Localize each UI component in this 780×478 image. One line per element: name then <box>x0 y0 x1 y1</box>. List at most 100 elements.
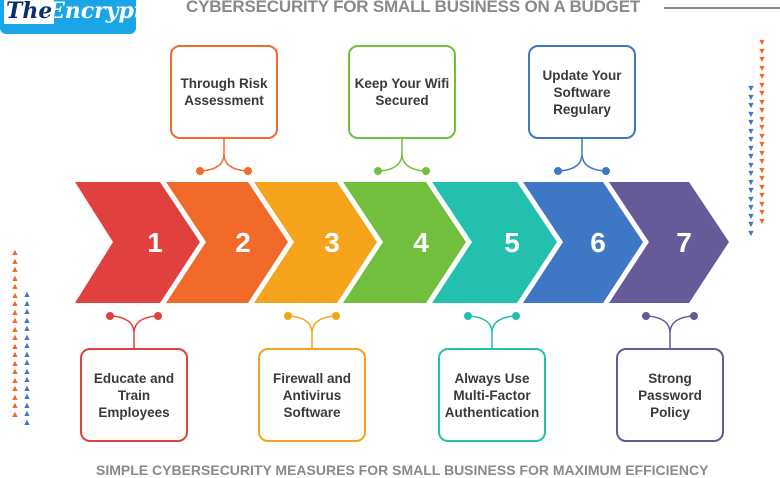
decor-triangle-icon: ▼ <box>757 37 767 47</box>
connector-dot <box>244 167 252 175</box>
decor-triangle-icon: ▲ <box>10 289 20 300</box>
arrow-step-2 <box>163 182 288 303</box>
connector-2 <box>201 139 247 172</box>
arrow-step-3 <box>252 182 377 303</box>
decor-triangle-icon: ▲ <box>10 272 20 283</box>
decor-triangle-icon: ▼ <box>757 190 767 200</box>
decor-triangle-icon: ▼ <box>757 71 767 81</box>
decor-triangle-icon: ▼ <box>746 227 756 238</box>
connector-dot <box>602 167 610 175</box>
logo-encrypt: Encrypt <box>48 0 145 24</box>
decor-triangle-icon: ▲ <box>10 383 20 393</box>
decor-triangle-icon: ▲ <box>22 416 32 427</box>
decor-triangle-icon: ▲ <box>10 323 20 334</box>
decor-triangle-icon: ▼ <box>746 176 756 187</box>
arrow-step-4 <box>341 182 466 303</box>
decor-triangle-icon: ▲ <box>10 264 20 274</box>
connector-3 <box>289 315 335 348</box>
decor-triangle-icon: ▼ <box>746 210 756 221</box>
decor-triangle-icon: ▲ <box>22 306 32 316</box>
connector-dot <box>154 312 162 320</box>
decor-triangle-icon: ▼ <box>746 117 756 127</box>
connector-dot <box>332 312 340 320</box>
arrow-step-5 <box>432 182 557 303</box>
step-number-1: 1 <box>147 227 163 258</box>
decor-triangle-icon: ▲ <box>10 332 20 342</box>
connector-dot <box>106 312 114 320</box>
decor-triangle-icon: ▲ <box>10 349 20 359</box>
decor-triangle-icon: ▲ <box>10 255 20 266</box>
decor-triangle-icon: ▲ <box>22 297 32 308</box>
footer-text: SIMPLE CYBERSECURITY MEASURES FOR SMALL … <box>96 462 709 478</box>
decor-triangle-icon: ▼ <box>746 168 756 178</box>
decor-triangle-icon: ▼ <box>757 62 767 73</box>
step-label: Through Risk Assessment <box>180 76 268 108</box>
step-label: Update Your Software Regulary <box>542 67 622 117</box>
decor-triangle-icon: ▲ <box>22 323 32 333</box>
decor-triangle-icon: ▼ <box>746 100 756 110</box>
decor-triangle-icon: ▼ <box>757 164 767 175</box>
decor-triangle-icon: ▼ <box>757 113 767 124</box>
arrow-step-6 <box>518 182 643 303</box>
decor-triangle-icon: ▼ <box>757 173 767 183</box>
step-box-4: Keep Your Wifi Secured <box>348 45 456 139</box>
decor-triangle-icon: ▲ <box>10 247 20 257</box>
step-box-2: Through Risk Assessment <box>170 45 278 139</box>
decor-triangle-icon: ▲ <box>22 289 32 299</box>
connector-dot <box>374 167 382 175</box>
decor-triangle-icon: ▼ <box>746 159 756 170</box>
step-label: Educate and Train Employees <box>93 370 175 420</box>
decor-triangle-icon: ▼ <box>757 122 767 132</box>
connector-dot <box>554 167 562 175</box>
decor-triangle-icon: ▲ <box>22 348 32 359</box>
connector-dot <box>196 167 204 175</box>
logo: The Encrypt <box>0 0 144 34</box>
connector-dot <box>284 312 292 320</box>
decor-triangle-icon: ▲ <box>10 366 20 376</box>
decor-triangle-icon: ▲ <box>10 408 20 419</box>
arrow-step-1 <box>75 182 200 303</box>
title-rule <box>664 7 780 9</box>
connector-dot <box>690 312 698 320</box>
decor-triangle-icon: ▼ <box>757 181 767 192</box>
decor-triangle-icon: ▲ <box>10 357 20 368</box>
step-box-7: Strong Password Policy <box>616 348 724 442</box>
step-box-6: Update Your Software Regulary <box>528 45 636 139</box>
step-label: Firewall and Antivirus Software <box>272 370 352 420</box>
step-box-3: Firewall and Antivirus Software <box>258 348 366 442</box>
decor-triangle-icon: ▲ <box>10 281 20 291</box>
decor-triangle-icon: ▲ <box>22 340 32 350</box>
connector-dot <box>512 312 520 320</box>
decor-triangle-icon: ▼ <box>746 142 756 153</box>
decor-triangle-icon: ▼ <box>757 147 767 158</box>
decor-triangle-icon: ▲ <box>10 374 20 385</box>
decor-triangle-icon: ▼ <box>757 130 767 141</box>
decor-triangle-icon: ▼ <box>746 134 756 144</box>
decor-triangle-icon: ▼ <box>757 54 767 64</box>
decor-triangle-icon: ▲ <box>22 382 32 393</box>
connector-5 <box>469 315 515 348</box>
decor-triangle-icon: ▲ <box>10 400 20 410</box>
decor-triangle-icon: ▼ <box>746 151 756 161</box>
decor-triangle-icon: ▲ <box>22 374 32 384</box>
decor-triangle-icon: ▼ <box>746 108 756 119</box>
decor-triangle-icon: ▼ <box>757 156 767 166</box>
decor-triangle-icon: ▲ <box>10 391 20 402</box>
decor-triangle-icon: ▼ <box>757 79 767 90</box>
arrow-step-7 <box>604 182 729 303</box>
connector-4 <box>379 139 425 172</box>
decor-triangle-icon: ▲ <box>10 340 20 351</box>
decor-triangle-icon: ▼ <box>757 198 767 209</box>
connector-7 <box>647 315 693 348</box>
decor-triangle-icon: ▼ <box>746 193 756 204</box>
decor-triangle-icon: ▼ <box>757 96 767 107</box>
step-number-7: 7 <box>676 227 692 258</box>
decor-triangle-icon: ▲ <box>22 314 32 325</box>
step-box-5: Always Use Multi-Factor Authentication <box>438 348 546 442</box>
decor-triangle-icon: ▲ <box>22 399 32 410</box>
decor-triangle-icon: ▼ <box>746 125 756 136</box>
decor-triangle-icon: ▲ <box>10 315 20 325</box>
step-label: Always Use Multi-Factor Authentication <box>444 370 540 420</box>
step-number-2: 2 <box>235 227 251 258</box>
